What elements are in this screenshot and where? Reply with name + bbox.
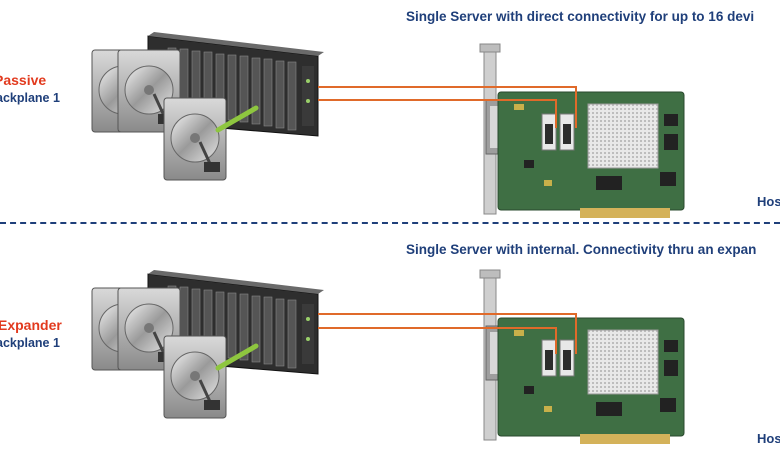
backplane-mode-label: Expander <box>0 317 62 333</box>
backplane-mode-label: Passive <box>0 72 47 88</box>
sas-cables <box>318 86 577 128</box>
drive-array-illustration <box>92 32 324 180</box>
expander-diagram-art <box>0 226 685 445</box>
host-label: Hos <box>757 431 780 446</box>
backplane-label: ackplane 1 <box>0 336 60 350</box>
section-divider <box>0 222 780 224</box>
passive-diagram-art <box>0 0 685 219</box>
panel-caption: Single Server with internal. Connectivit… <box>406 242 757 257</box>
drive-array-illustration <box>92 270 324 418</box>
sas-cables <box>318 313 577 354</box>
backplane-label: ackplane 1 <box>0 91 60 105</box>
raid-card-illustration <box>479 43 685 219</box>
panel-caption: Single Server with direct connectivity f… <box>406 9 755 24</box>
host-label: Hos <box>757 194 780 209</box>
raid-card-illustration <box>479 269 685 445</box>
passive-backplane-panel: Single Server with direct connectivity f… <box>0 0 780 224</box>
expander-backplane-panel: Single Server with internal. Connectivit… <box>0 226 780 450</box>
